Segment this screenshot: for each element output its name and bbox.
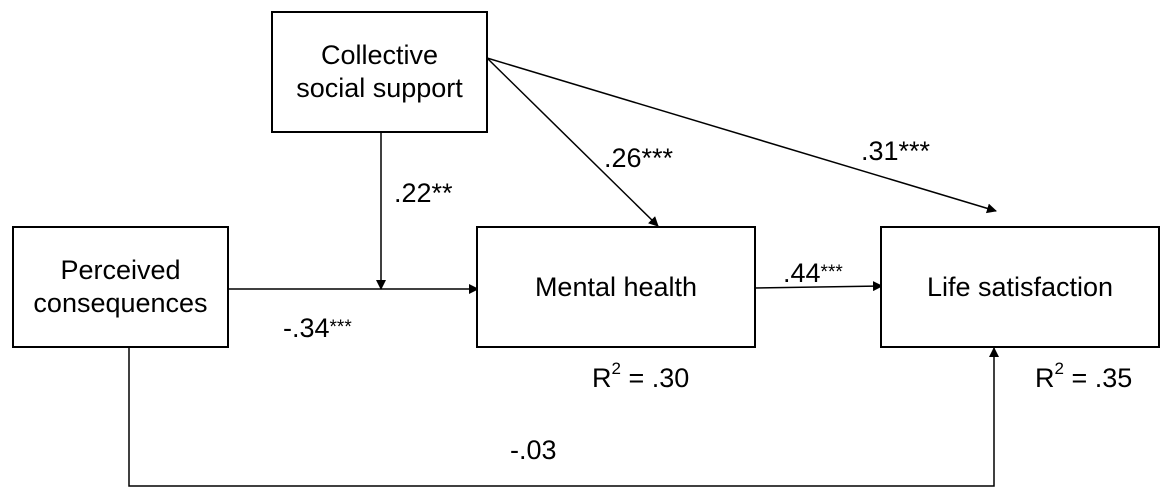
coef-significance: *** — [820, 262, 843, 283]
node-mental-label: Mental health — [534, 271, 698, 302]
coef-mental-life: .44*** — [783, 260, 843, 287]
arrow-mental-to-life — [754, 281, 883, 292]
node-perceived-line1: Perceived — [60, 255, 181, 286]
r-squared-exponent: 2 — [1054, 359, 1064, 378]
r-squared-value: = .35 — [1063, 363, 1133, 393]
node-perceived-consequences: Perceived consequences — [12, 226, 229, 348]
r-squared-prefix: R — [1035, 363, 1055, 393]
node-life-satisfaction: Life satisfaction — [880, 226, 1160, 348]
arrow-support-to-life — [486, 57, 997, 214]
coef-value: -.03 — [510, 435, 557, 465]
coef-value: -.34 — [283, 313, 330, 343]
coef-significance: *** — [641, 143, 674, 173]
coef-value: .44 — [783, 258, 821, 288]
arrow-support-to-mental — [486, 57, 659, 227]
r-squared-value: = .30 — [620, 363, 690, 393]
coef-significance: *** — [898, 136, 931, 166]
coef-perceived-life: -.03 — [510, 437, 557, 464]
node-collective-social-support: Collective social support — [271, 11, 488, 133]
node-life-label: Life satisfaction — [926, 271, 1114, 302]
node-perceived-line2: consequences — [33, 288, 208, 318]
r-squared-prefix: R — [592, 363, 612, 393]
node-mental-health: Mental health — [476, 226, 756, 348]
r-squared-life: R2 = .35 — [1035, 360, 1133, 393]
coef-value: .31 — [861, 136, 899, 166]
coef-support-moderation: .22** — [394, 180, 453, 207]
coef-significance: *** — [329, 317, 352, 338]
arrow-perceived-to-life — [128, 347, 999, 487]
coef-significance: ** — [431, 178, 453, 208]
coef-support-mental: .26*** — [604, 145, 673, 172]
coef-value: .26 — [604, 143, 642, 173]
coef-support-life: .31*** — [861, 138, 930, 165]
r-squared-exponent: 2 — [611, 359, 621, 378]
coef-value: .22 — [394, 178, 432, 208]
r-squared-mental: R2 = .30 — [592, 360, 690, 393]
node-support-line1: Collective — [320, 40, 439, 71]
coef-perceived-mental: -.34*** — [283, 315, 352, 342]
node-support-line2: social support — [296, 73, 463, 103]
